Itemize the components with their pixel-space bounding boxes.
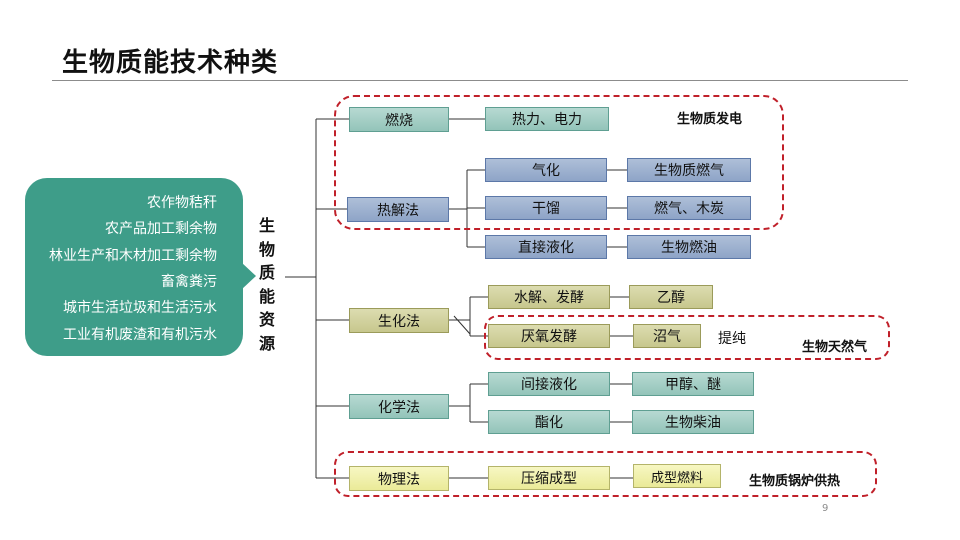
method-pyrolysis: 热解法	[347, 197, 449, 222]
page-number: 9	[822, 503, 829, 514]
product-bio-oil: 生物燃油	[627, 235, 751, 259]
process-heat-power: 热力、电力	[485, 107, 609, 131]
product-ethanol: 乙醇	[629, 285, 713, 309]
group-natural-gas	[484, 315, 890, 360]
product-biogas: 沼气	[633, 324, 701, 348]
root-char: 源	[258, 333, 275, 353]
page-title: 生物质能技术种类	[62, 48, 279, 78]
method-chemical: 化学法	[349, 394, 449, 419]
product-biodiesel: 生物柴油	[632, 410, 754, 434]
method-biochemical: 生化法	[349, 308, 449, 333]
product-gas-charcoal: 燃气、木炭	[627, 196, 751, 220]
process-indirect-liquefaction: 间接液化	[488, 372, 610, 396]
source-item-straw: 农作物秸秆	[147, 195, 217, 211]
group-boiler-heating	[334, 451, 877, 497]
source-item-livestock-manure: 畜禽粪污	[161, 274, 217, 290]
group-label-power: 生物质发电	[677, 112, 743, 127]
group-label-natural-gas: 生物天然气	[802, 340, 868, 355]
source-item-forestry-residue: 林业生产和木材加工剩余物	[49, 248, 217, 264]
process-gasification: 气化	[485, 158, 607, 182]
root-char: 生	[258, 216, 275, 235]
note-purify: 提纯	[718, 331, 746, 347]
product-methanol-ether: 甲醇、醚	[632, 372, 754, 396]
root-char: 质	[258, 263, 275, 282]
process-anaerobic-fermentation: 厌氧发酵	[488, 324, 610, 348]
title-divider	[52, 80, 908, 81]
process-direct-liquefaction: 直接液化	[485, 235, 607, 259]
root-label-biomass-resources: 生 物 质 能 资 源	[256, 214, 278, 355]
process-compression-molding: 压缩成型	[488, 466, 610, 490]
root-char: 资	[258, 310, 275, 329]
group-power-generation	[334, 95, 784, 230]
product-biomass-gas: 生物质燃气	[627, 158, 751, 182]
process-esterification: 酯化	[488, 410, 610, 434]
source-item-municipal-waste: 城市生活垃圾和生活污水	[63, 300, 217, 316]
source-item-agri-residue: 农产品加工剩余物	[105, 221, 217, 237]
product-molded-fuel: 成型燃料	[633, 464, 721, 488]
biomass-sources-box: 农作物秸秆 农产品加工剩余物 林业生产和木材加工剩余物 畜禽粪污 城市生活垃圾和…	[25, 178, 243, 356]
root-char: 物	[258, 239, 275, 259]
group-label-boiler-heat: 生物质锅炉供热	[749, 474, 841, 489]
process-hydrolysis-fermentation: 水解、发酵	[488, 285, 610, 309]
source-item-industrial-waste: 工业有机废渣和有机污水	[63, 327, 217, 343]
process-dry-distillation: 干馏	[485, 196, 607, 220]
method-combustion: 燃烧	[349, 107, 449, 132]
root-char: 能	[258, 286, 275, 306]
method-physical: 物理法	[349, 466, 449, 491]
